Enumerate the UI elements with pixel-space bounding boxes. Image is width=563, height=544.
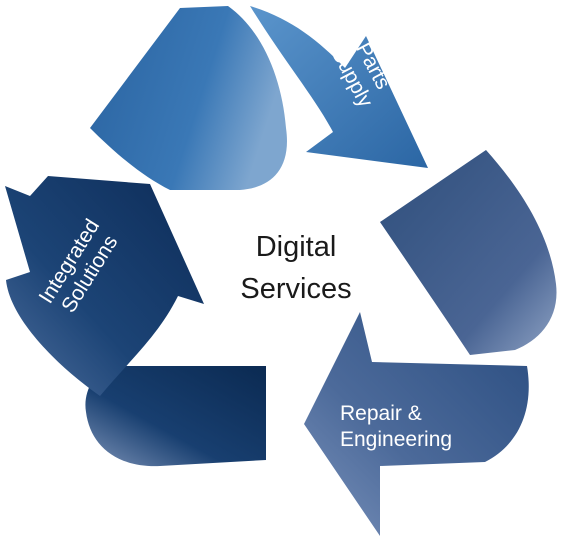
right-segment-tail (380, 150, 557, 355)
repair-engineering-label-line2: Engineering (340, 428, 452, 451)
center-title-line1: Digital (256, 231, 337, 263)
bottom-segment-tail (85, 366, 267, 467)
repair-engineering-arrow (304, 312, 529, 536)
integrated-solutions-arrow (5, 176, 204, 396)
parts-supply-arrow (250, 6, 428, 168)
repair-engineering-label-line1: Repair & (340, 402, 422, 425)
top-segment-tail (90, 6, 287, 190)
center-title-line2: Services (240, 273, 351, 305)
